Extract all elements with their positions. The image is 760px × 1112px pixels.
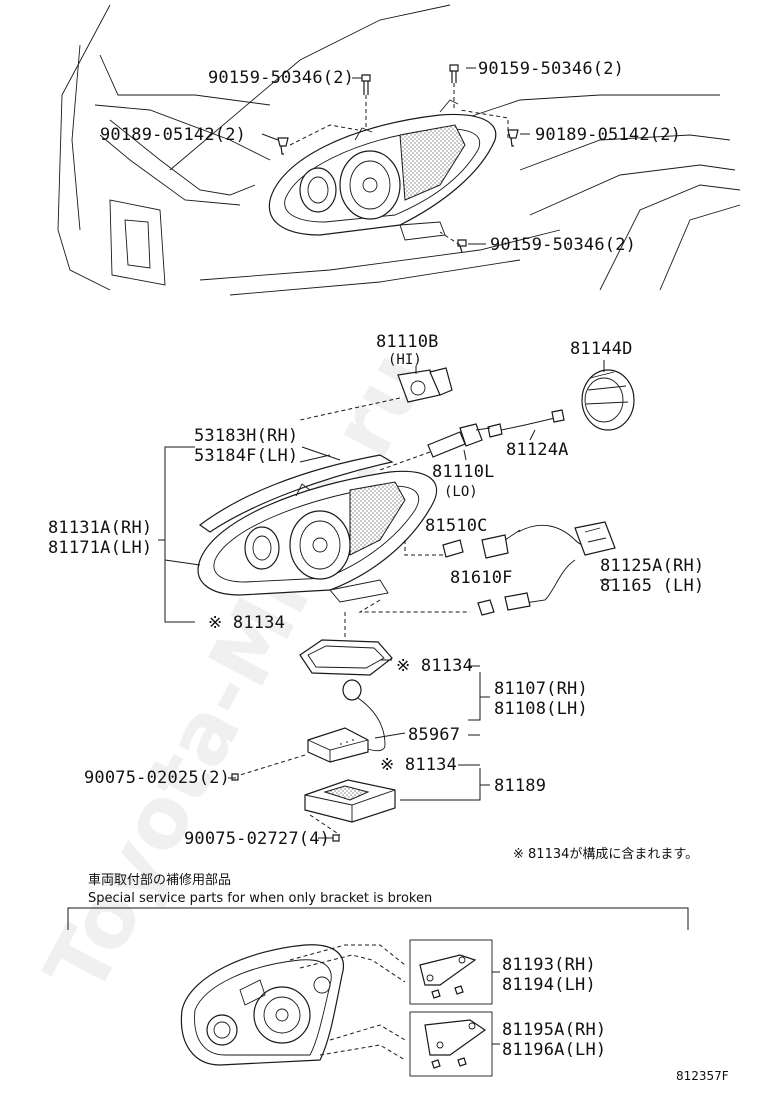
bracket-kit-a-illustration: [409, 939, 500, 1005]
label-bulb-lo: 81110L: [432, 462, 495, 482]
label-bulb-small: 81510C: [425, 516, 488, 536]
small-bulb-illustration: [404, 539, 464, 558]
socket-illustration: [487, 409, 565, 441]
label-ballast-lh: 81108(LH): [494, 699, 588, 719]
label-socket: 81124A: [506, 440, 569, 460]
label-cap: 81144D: [570, 339, 633, 359]
label-screw-a: 90075-02025(2): [84, 768, 230, 788]
section-title-en: Special service parts for when only brac…: [88, 891, 432, 906]
label-screw-b: 90075-02727(4): [184, 829, 330, 849]
label-bulb-side: 81610F: [450, 568, 513, 588]
label-bolt-top-right: 90159-50346(2): [478, 59, 624, 79]
hi-bulb-illustration: [299, 366, 453, 421]
label-cord: 85967: [408, 725, 460, 745]
figure-number: 812357F: [676, 1069, 729, 1083]
bracket-section-frame: [67, 907, 689, 930]
label-unit-lh: 81171A(LH): [48, 538, 152, 558]
gasket-illustration: [299, 612, 393, 676]
bracket-kit-b-illustration: [409, 1011, 500, 1077]
leader-lines: [158, 446, 490, 839]
headlamp-installed-illustration: [268, 99, 497, 241]
label-ballast-rh: 81107(RH): [494, 679, 588, 699]
side-bulb-illustration: [358, 599, 495, 616]
vehicle-front-illustration: [57, 4, 741, 296]
label-bulb-lo-sub: (LO): [444, 484, 478, 500]
label-bracket-a-rh: 81193(RH): [502, 955, 596, 975]
bracket-headlamp-illustration: [180, 944, 406, 1066]
label-bracket-a-lh: 81194(LH): [502, 975, 596, 995]
label-harness-lh: 81165 (LH): [600, 576, 704, 596]
label-unit-rh: 81131A(RH): [48, 518, 152, 538]
label-bracket-b-lh: 81196A(LH): [502, 1040, 606, 1060]
label-computer: 81189: [494, 776, 546, 796]
label-ref-mark-1: ※ 81134: [208, 613, 285, 633]
ballast-illustration: [231, 727, 369, 781]
computer-illustration: [304, 779, 396, 842]
footnote: ※ 81134が構成に含まれます。: [513, 846, 698, 862]
lo-bulb-illustration: [379, 423, 491, 471]
cap-illustration: [581, 360, 635, 431]
harness-illustration: [481, 521, 616, 611]
label-bolt-top-left: 90159-50346(2): [208, 68, 354, 88]
label-clip-left: 90189-05142(2): [100, 125, 246, 145]
label-bulb-hi: 81110B: [376, 332, 439, 352]
label-clip-right: 90189-05142(2): [535, 125, 681, 145]
label-bracket-b-rh: 81195A(RH): [502, 1020, 606, 1040]
headlamp-unit-illustration: [197, 470, 438, 603]
label-ref-mark-2: ※ 81134: [396, 656, 473, 676]
label-seal-rh: 53183H(RH): [194, 426, 298, 446]
label-harness-rh: 81125A(RH): [600, 556, 704, 576]
label-seal-lh: 53184F(LH): [194, 446, 298, 466]
label-bulb-hi-sub: (HI): [388, 352, 422, 368]
top-fasteners: [261, 64, 530, 253]
label-ref-mark-3: ※ 81134: [380, 755, 457, 775]
section-title-jp: 車両取付部の補修用部品: [88, 873, 231, 888]
cord-illustration: [342, 679, 386, 752]
seal-strip-illustration: [198, 454, 394, 533]
label-bolt-bottom: 90159-50346(2): [490, 235, 636, 255]
